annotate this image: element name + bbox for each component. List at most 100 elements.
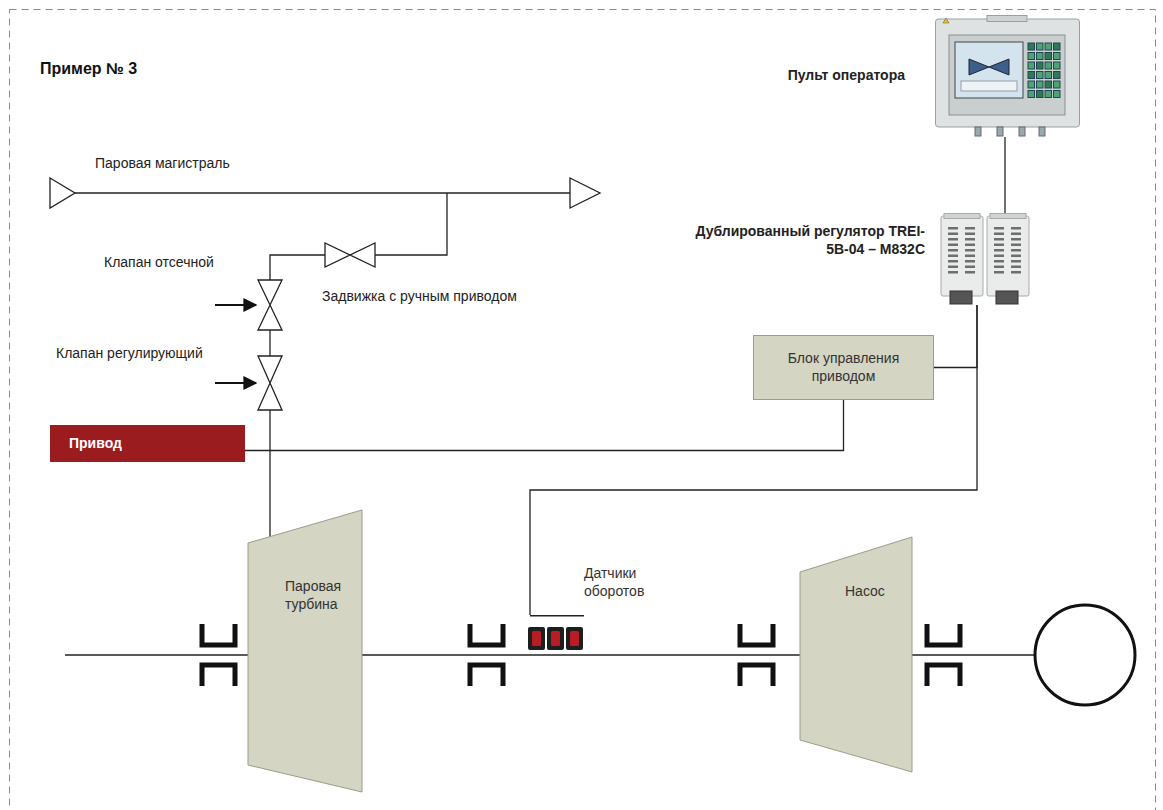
controller-module [987, 216, 1029, 296]
node-text: Датчики оборотов [584, 565, 664, 600]
vent-slit [965, 244, 975, 247]
cable-gland [1039, 127, 1045, 136]
node-text: Насос [845, 583, 885, 601]
keypad-key [1037, 43, 1044, 50]
panel-bezel [949, 35, 1065, 115]
keypad-key [1054, 81, 1061, 88]
vent-slit [948, 227, 958, 230]
vent-slit [994, 244, 1004, 247]
vent-slit [1011, 249, 1021, 252]
panel-nameplate [987, 16, 1027, 22]
redundant-controller: Дублированный регулятор TREI-5B-04 – M83… [940, 213, 1030, 305]
speed-sensors-graphic [526, 615, 586, 652]
keypad-key [1045, 62, 1052, 69]
vent-slit [948, 233, 958, 236]
vent-slit [994, 255, 1004, 258]
vent-slit [948, 238, 958, 241]
panel-enclosure [936, 19, 1080, 127]
pump-graphic [800, 537, 912, 772]
sensor-face [570, 631, 579, 646]
vent-slit [994, 260, 1004, 263]
vent-slit [1011, 244, 1021, 247]
vent-slit [994, 238, 1004, 241]
pipe-end-triangle [50, 178, 75, 208]
vent-slit [965, 233, 975, 236]
steam-piping [50, 178, 600, 538]
keypad-key [1028, 53, 1035, 60]
keypad-key [1045, 53, 1052, 60]
equipment-label: Клапан регулирующий [56, 345, 203, 362]
drive-control-unit: Блок управления приводом [753, 335, 934, 400]
keypad-key [1037, 62, 1044, 69]
sensor-face [551, 631, 560, 646]
vent-slit [1011, 255, 1021, 258]
vent-slit [965, 260, 975, 263]
equipment-label: Паровая магистраль [95, 155, 230, 172]
pipe-end-triangle [570, 178, 600, 208]
keypad-key [1045, 91, 1052, 98]
connector-block [996, 291, 1018, 304]
keypad-key [1028, 72, 1035, 79]
dashed-frame [10, 10, 1156, 810]
signal-wire [1004, 137, 1005, 213]
keypad-key [1045, 72, 1052, 79]
actuation-arrow [215, 382, 256, 384]
bearing-symbol [202, 624, 235, 645]
vent-slit [1011, 227, 1021, 230]
actuation-arrow [215, 304, 256, 306]
vent-slit [965, 238, 975, 241]
vent-slit [994, 249, 1004, 252]
vent-slit [948, 249, 958, 252]
keypad-key [1037, 81, 1044, 88]
gate-valve-symbol [325, 243, 375, 267]
bearing-symbol [202, 665, 235, 686]
signal-wire [245, 400, 844, 451]
vent-slit [1011, 233, 1021, 236]
shutoff-valve-symbol [258, 280, 282, 330]
vent-slit [1011, 266, 1021, 269]
keypad-key [1045, 81, 1052, 88]
vent-slit [1011, 238, 1021, 241]
motor-circle [1035, 605, 1135, 705]
panel-screen [955, 42, 1023, 98]
vent-slit [948, 260, 958, 263]
vent-slit [994, 271, 1004, 274]
vent-slit [965, 227, 975, 230]
screen-valve-icon [969, 59, 1009, 75]
pipe [375, 193, 447, 255]
diagram-title: Пример № 3 [40, 60, 137, 78]
equipment-label: Клапан отсечной [104, 254, 214, 271]
keypad-key [1054, 72, 1061, 79]
keypad-key [1037, 53, 1044, 60]
pipe [75, 192, 570, 193]
keypad-key [1037, 91, 1044, 98]
bearing-symbol [740, 624, 773, 645]
vent-slit [965, 255, 975, 258]
steam-turbine: Паровая турбина [248, 510, 362, 792]
vent-slit [948, 271, 958, 274]
vent-slit [965, 266, 975, 269]
redundant-controller-graphic [940, 213, 1030, 305]
pipe [269, 410, 270, 538]
vent-slit [1011, 260, 1021, 263]
vent-slit [965, 249, 975, 252]
operator-panel-graphic [935, 15, 1080, 137]
cable-gland [997, 127, 1003, 136]
keypad-key [1037, 72, 1044, 79]
bearing-symbol [470, 665, 503, 686]
controller-module [941, 216, 983, 296]
module-rail [944, 214, 980, 219]
vent-slit [994, 227, 1004, 230]
pipe [270, 255, 325, 280]
keypad-key [1054, 91, 1061, 98]
keypad-key [1054, 43, 1061, 50]
sensor-bracket [530, 615, 584, 616]
keypad-key [1054, 62, 1061, 69]
operator-panel: Пульт оператора [935, 15, 1080, 137]
node-text: Привод [59, 435, 122, 453]
steam-turbine-outline [248, 510, 362, 792]
node-text: Дублированный регулятор TREI-5B-04 – M83… [690, 223, 925, 258]
node-text: Блок управления приводом [762, 350, 925, 385]
bearing-symbol [927, 665, 960, 686]
